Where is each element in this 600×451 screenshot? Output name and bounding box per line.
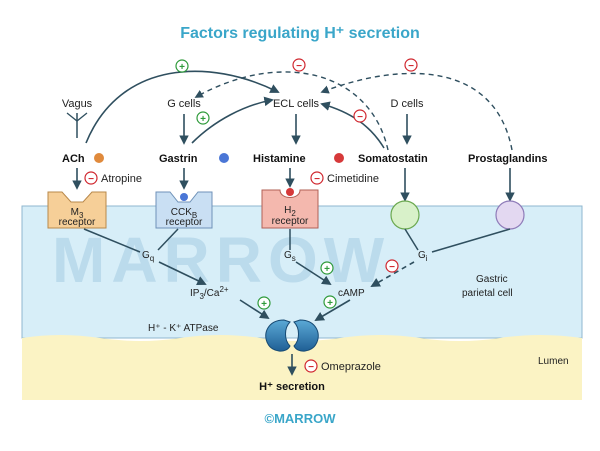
omeprazole-label: Omeprazole [321, 361, 381, 373]
cck-receptor-name: CCKB [171, 207, 197, 220]
cck-to-gq-line [157, 228, 179, 251]
pg-receptor-to-gi-line [431, 228, 511, 253]
minus-sign-icon [292, 58, 306, 72]
sst-receptor-to-gi-line [404, 228, 419, 251]
vagus-label: Vagus [62, 98, 93, 110]
prostaglandins-to-ecl-arrow [320, 72, 513, 151]
gq-label: Gq [142, 250, 154, 263]
diagram-title: Factors regulating H⁺ secretion [180, 25, 420, 42]
gastrin-dot-icon [219, 153, 229, 163]
somatostatin-to-gcells-arrow [194, 71, 389, 151]
somatostatin-receptor [390, 200, 420, 230]
m3-receptor [47, 191, 107, 229]
prostaglandins-label: Prostaglandins [468, 153, 547, 165]
gs-to-camp-arrow [295, 261, 332, 286]
minus-sign-label: − [88, 174, 94, 185]
prostaglandin-receptor [495, 200, 525, 230]
h2-receptor-word: receptor [272, 216, 309, 227]
camp-to-pump-arrow [314, 299, 351, 321]
plus-sign-icon [323, 295, 337, 309]
pump-label: H⁺ - K⁺ ATPase [148, 323, 219, 334]
ecl-cells-label: ECL cells [273, 98, 320, 110]
cell-label-line2: parietal cell [462, 288, 513, 299]
m3-to-gq-line [83, 228, 141, 253]
d-cells-label: D cells [390, 98, 424, 110]
h2-receptor [261, 189, 319, 229]
gi-label: Gi [418, 250, 428, 263]
vagus-to-ecl-arrow [85, 70, 280, 144]
cell-label-line1: Gastric [476, 274, 508, 285]
cck-receptor-word: receptor [166, 217, 203, 228]
g-cells-label: G cells [167, 98, 201, 110]
gq-to-ip3-arrow [158, 261, 207, 286]
ip3-to-pump-arrow [239, 299, 270, 320]
atropine-label: Atropine [101, 173, 142, 185]
m3-receptor-word: receptor [59, 217, 96, 228]
cimetidine-label: Cimetidine [327, 173, 379, 185]
minus-sign-label: − [408, 61, 414, 72]
plus-sign-label: + [261, 299, 267, 310]
vagus-fork-icon [66, 112, 88, 122]
ip3-ca-label: IP3/Ca2+ [190, 285, 229, 301]
minus-sign-icon [385, 259, 399, 273]
gastrin-to-ecl-arrow [191, 96, 274, 144]
minus-sign-label: − [389, 262, 395, 273]
plus-sign-label: + [327, 298, 333, 309]
ach-dot-icon [94, 153, 104, 163]
gs-label: Gs [284, 250, 296, 263]
somatostatin-to-ecl-arrow [320, 101, 385, 149]
plus-sign-label: + [324, 264, 330, 275]
somatostatin-label: Somatostatin [358, 153, 428, 165]
h-secretion-label: H⁺ secretion [259, 381, 325, 393]
minus-sign-icon [353, 109, 367, 123]
minus-sign-icon [84, 171, 98, 185]
proton-pump-icon [265, 319, 319, 352]
plus-sign-icon [175, 59, 189, 73]
histamine-label: Histamine [253, 153, 306, 165]
copyright-label: ©MARROW [265, 411, 337, 426]
histamine-dot-icon [334, 153, 344, 163]
gastrin-label: Gastrin [159, 153, 198, 165]
m3-receptor-name: M3 [71, 207, 84, 220]
lumen-region [22, 335, 582, 400]
plus-sign-icon [320, 261, 334, 275]
gi-to-camp-arrow [370, 261, 415, 287]
lumen-label: Lumen [538, 356, 569, 367]
minus-sign-icon [404, 58, 418, 72]
gastrin-bound-icon [180, 193, 188, 201]
minus-sign-label: − [296, 61, 302, 72]
ach-label: ACh [62, 153, 85, 165]
minus-sign-label: − [314, 174, 320, 185]
cck-b-receptor [155, 191, 213, 229]
minus-sign-label: − [357, 112, 363, 123]
minus-sign-icon [310, 171, 324, 185]
minus-sign-label: − [308, 362, 314, 373]
plus-sign-icon [257, 296, 271, 310]
plus-sign-icon [196, 111, 210, 125]
plus-sign-label: + [179, 62, 185, 73]
histamine-bound-icon [286, 188, 294, 196]
camp-label: cAMP [338, 288, 365, 299]
plus-sign-label: + [200, 114, 206, 125]
minus-sign-icon [304, 359, 318, 373]
h2-receptor-name: H2 [284, 205, 296, 218]
